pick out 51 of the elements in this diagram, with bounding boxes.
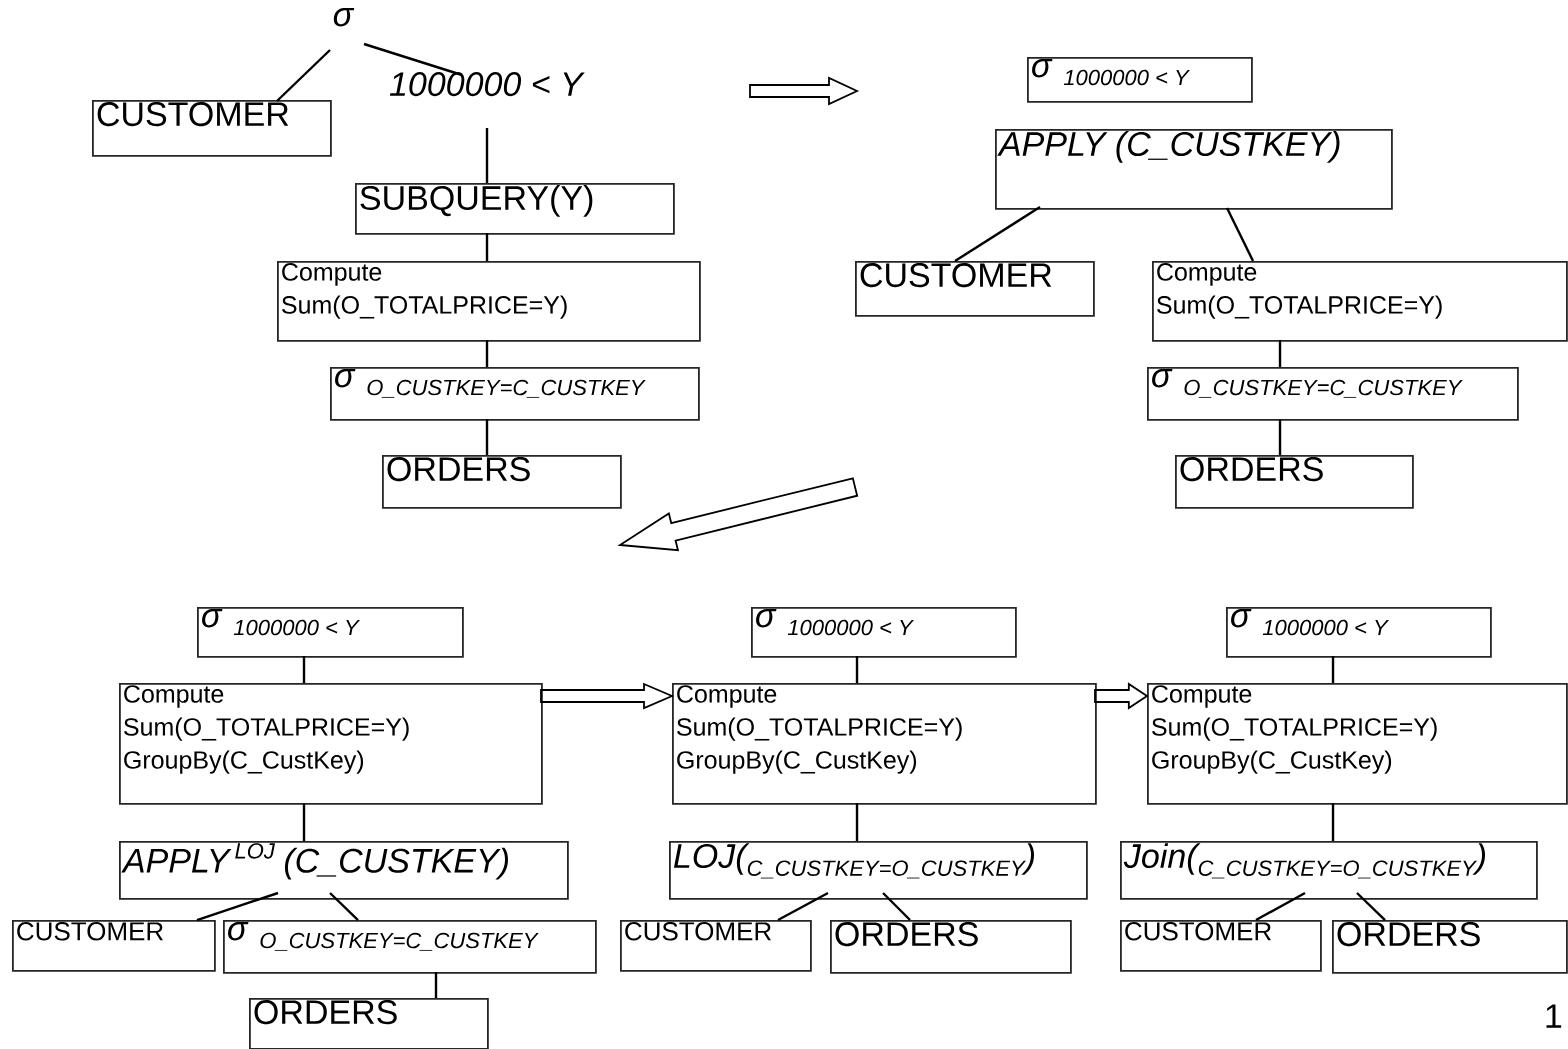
- tree-line: [302, 656, 306, 683]
- operator-box: CUSTOMER: [620, 920, 812, 972]
- operator-box: σ 1000000 < Y: [197, 607, 464, 658]
- operator-box: σ 1000000 < Y: [1226, 607, 1492, 658]
- operator-box: σ O_CUSTKEY=C_CUSTKEY: [223, 920, 597, 974]
- tree-line: [855, 803, 859, 841]
- operator-box: σ 1000000 < Y: [751, 607, 1017, 658]
- operator-box: SUBQUERY(Y): [355, 183, 675, 235]
- tree-line: [954, 206, 1041, 263]
- tree-line: [363, 42, 463, 77]
- tree-line: [276, 49, 331, 102]
- operator-box: Compute Sum(O_TOTALPRICE=Y): [1152, 261, 1568, 342]
- tree-label: σ: [333, 8, 355, 27]
- tree-line: [882, 892, 911, 921]
- operator-box: Compute Sum(O_TOTALPRICE=Y) GroupBy(C_CustKey): [1147, 683, 1568, 805]
- operator-box: APPLY (C_CUSTKEY): [995, 129, 1393, 210]
- tree-line: [485, 233, 489, 261]
- tree-line: [855, 656, 859, 683]
- operator-box: Compute Sum(O_TOTALPRICE=Y): [277, 261, 701, 342]
- tree-line: [1331, 803, 1335, 841]
- block-arrow: [1094, 682, 1149, 710]
- tree-line: [1225, 207, 1255, 262]
- operator-box: ORDERS: [1332, 920, 1568, 974]
- operator-box: σ O_CUSTKEY=C_CUSTKEY: [1147, 367, 1519, 421]
- tree-line: [485, 340, 489, 367]
- operator-box: Compute Sum(O_TOTALPRICE=Y) GroupBy(C_CustKey): [672, 683, 1097, 805]
- tree-line: [434, 972, 438, 998]
- operator-box: ORDERS: [382, 455, 622, 509]
- tree-line: [777, 891, 829, 922]
- operator-box: ORDERS: [1175, 455, 1414, 509]
- tree-line: [302, 803, 306, 841]
- page-number: 1: [1546, 1004, 1562, 1028]
- operator-box: CUSTOMER: [92, 100, 332, 157]
- operator-box: CUSTOMER: [855, 261, 1095, 317]
- operator-box: ORDERS: [249, 998, 489, 1049]
- operator-box: σ O_CUSTKEY=C_CUSTKEY: [330, 367, 700, 421]
- tree-line: [329, 892, 359, 921]
- operator-box: Compute Sum(O_TOTALPRICE=Y) GroupBy(C_CustKey): [119, 683, 543, 805]
- tree-line: [1255, 891, 1306, 922]
- tree-line: [485, 128, 489, 183]
- operator-box: σ 1000000 < Y: [1027, 57, 1253, 103]
- tree-label: 1000000 < Y: [389, 72, 585, 97]
- tree-line: [1278, 419, 1282, 455]
- tree-line: [1356, 892, 1386, 921]
- tree-line: [1331, 656, 1335, 683]
- operator-box: CUSTOMER: [12, 920, 216, 972]
- tree-line: [485, 419, 489, 455]
- tree-line: [1278, 340, 1282, 367]
- block-arrow: [540, 682, 675, 710]
- operator-box: CUSTOMER: [1120, 920, 1322, 972]
- operator-box: ORDERS: [830, 920, 1072, 974]
